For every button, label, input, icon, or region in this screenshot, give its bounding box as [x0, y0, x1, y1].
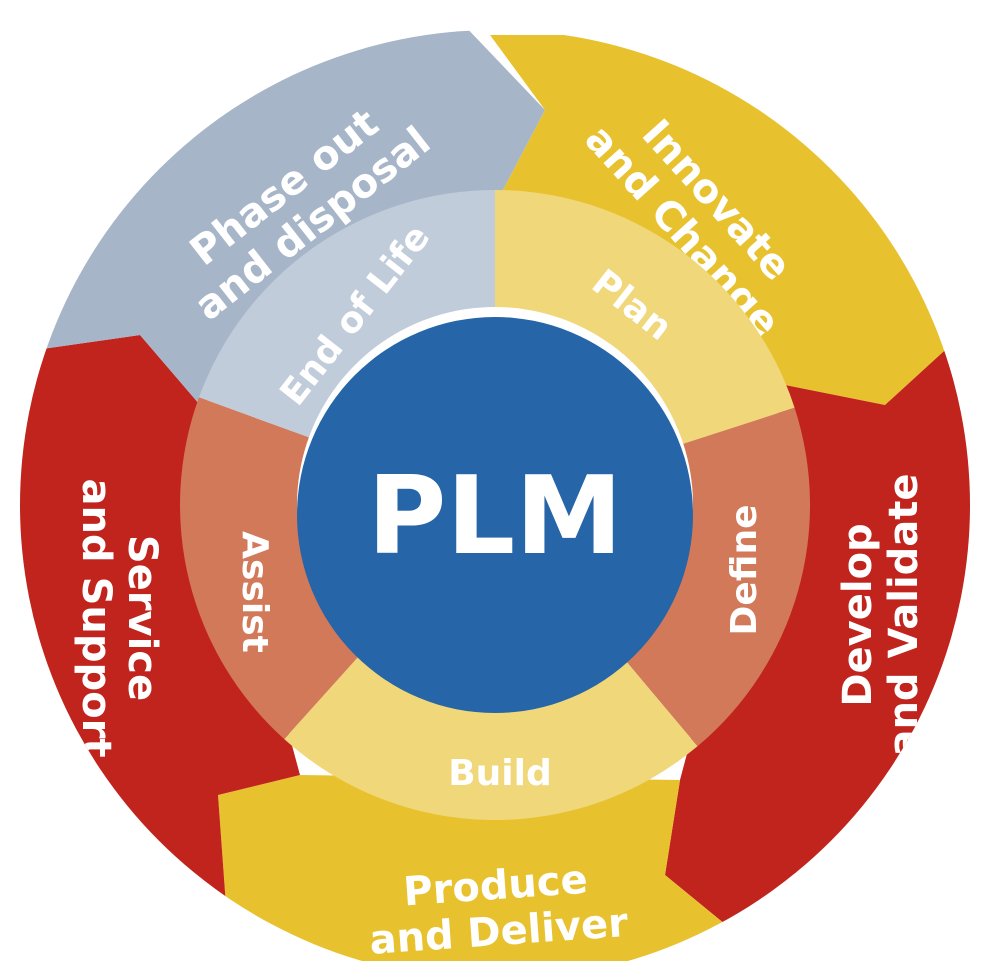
inner-segment-4 [180, 397, 363, 740]
outer-segment-label-4: Serviceand Support [73, 479, 165, 758]
outer-label-line: Service [119, 535, 165, 701]
inner-segment-label-3: Build [448, 753, 552, 794]
outer-label-line: and Support [73, 479, 119, 758]
inner-segment-label-2: Define [724, 504, 765, 635]
outer-label-line: Develop [835, 523, 881, 706]
inner-segment-5 [199, 190, 495, 438]
outer-label-line: and Validate [881, 473, 927, 756]
inner-segment-2 [622, 407, 811, 747]
center-label: PLM [367, 454, 622, 579]
center-hub: PLM [297, 317, 693, 713]
outer-segment-3 [218, 775, 770, 961]
outer-segment-label-2: Developand Validate [835, 473, 927, 756]
inner-segment-1 [495, 190, 795, 444]
inner-segment-label-4: Assist [234, 531, 275, 653]
center-circle [297, 317, 693, 713]
inner-segment-3 [284, 652, 698, 821]
